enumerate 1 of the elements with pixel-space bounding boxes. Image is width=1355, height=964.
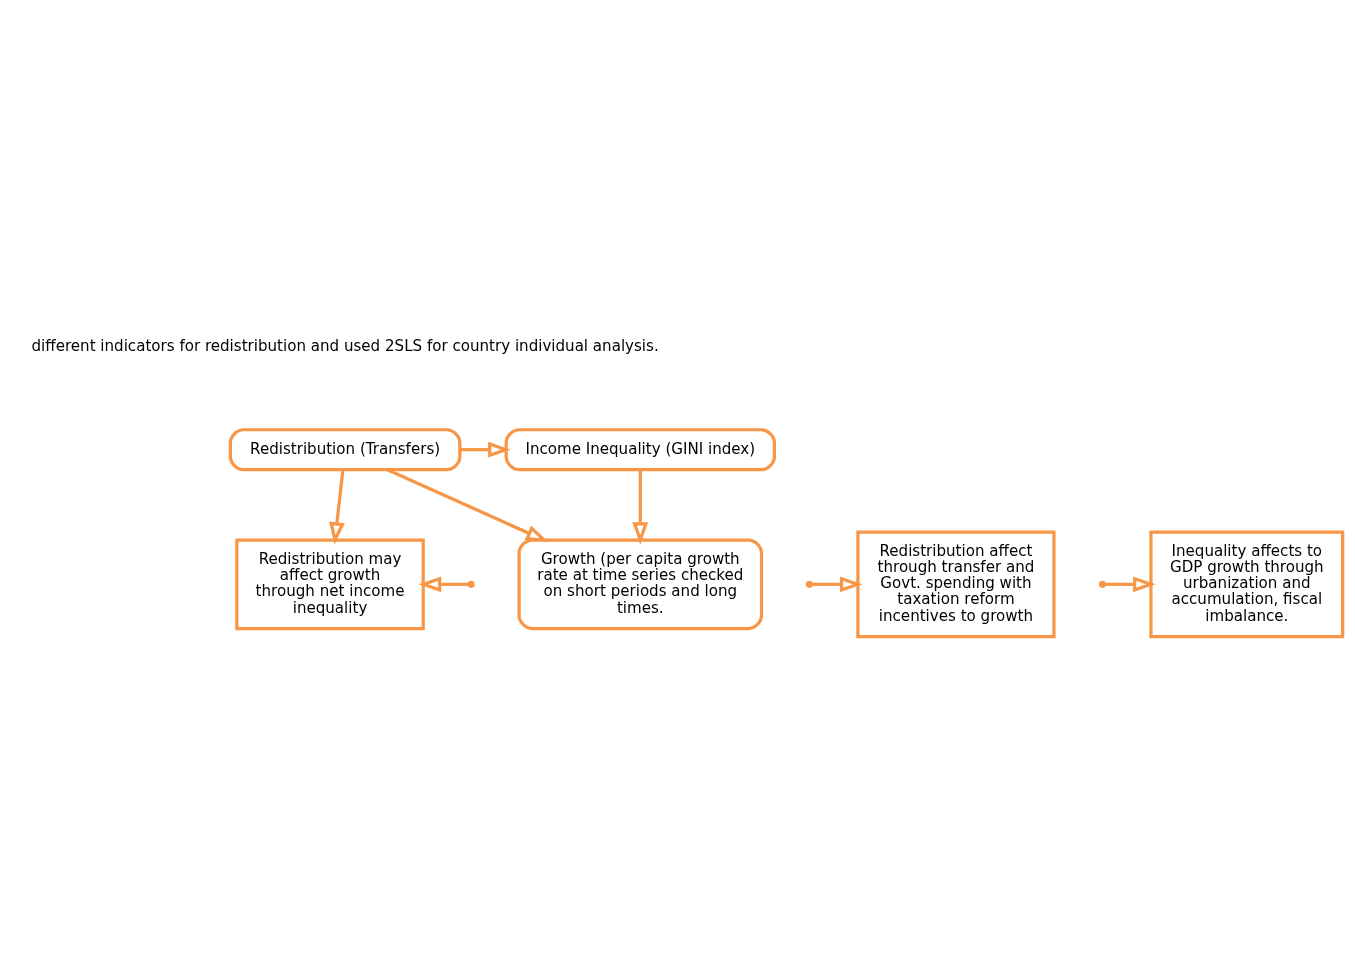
label: different indicators for redistribution and used 2SLS for country individual analysis. bbox=[31, 337, 659, 356]
